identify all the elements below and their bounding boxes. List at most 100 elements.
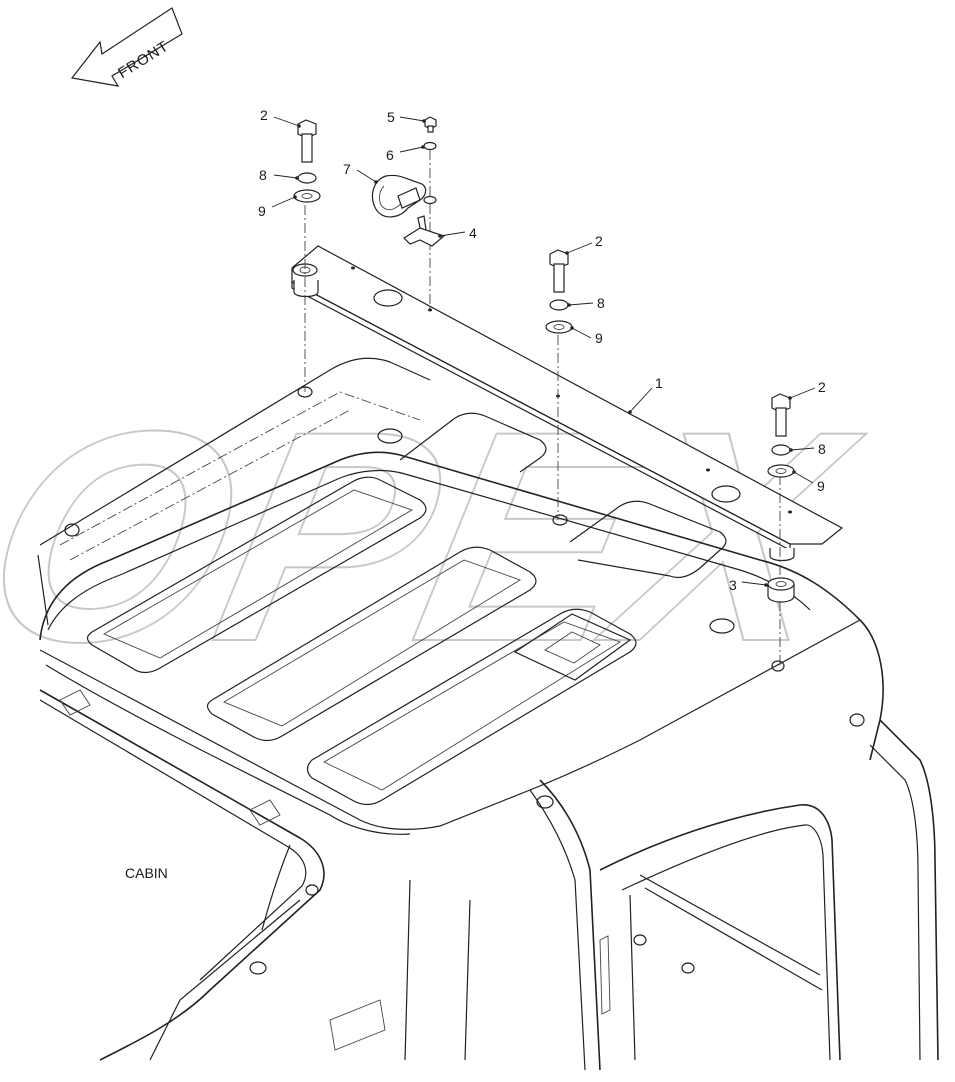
roof-panel-rear-2 bbox=[569, 500, 727, 579]
watermark-text: OPEX bbox=[0, 369, 881, 704]
leader-8a bbox=[273, 174, 298, 179]
callout-6: 6 bbox=[386, 145, 425, 163]
cabin-label: CABIN bbox=[125, 865, 168, 881]
leader-8c bbox=[790, 447, 815, 451]
roof-hole-2 bbox=[709, 618, 735, 634]
callout-8c: 8 bbox=[789, 441, 826, 457]
clip-tab-part-4 bbox=[417, 215, 427, 231]
callout-8a: 8 bbox=[259, 167, 299, 183]
cabin-inner-left bbox=[149, 899, 301, 1061]
leader-1 bbox=[629, 387, 653, 413]
callout-9b: 9 bbox=[570, 326, 603, 346]
bolt-shank-mid bbox=[553, 263, 565, 293]
leader-dot-8a bbox=[295, 176, 299, 180]
bracket-spacer-left bbox=[293, 280, 319, 298]
cabin-boss-4 bbox=[681, 962, 695, 974]
callout-1: 1 bbox=[628, 375, 663, 414]
roof-hole-1 bbox=[377, 428, 403, 444]
leader-dot-2a bbox=[297, 124, 301, 128]
callout-9a: 9 bbox=[258, 195, 297, 219]
leader-dot-7 bbox=[374, 180, 378, 184]
callout-2c: 2 bbox=[788, 379, 826, 400]
callout-8b: 8 bbox=[567, 295, 605, 311]
leader-dot-9a bbox=[293, 195, 297, 199]
clip-part-4 bbox=[403, 227, 446, 247]
leader-6 bbox=[399, 146, 424, 153]
callout-label-9c: 9 bbox=[817, 478, 825, 494]
roof-boss-front bbox=[536, 795, 554, 809]
fastener-mid bbox=[545, 249, 573, 334]
callout-label-2a: 2 bbox=[260, 107, 268, 123]
bracket-small-hole-2 bbox=[428, 308, 432, 312]
cabin-inner-post-2 bbox=[464, 899, 471, 1061]
callout-label-7: 7 bbox=[343, 161, 351, 177]
callout-label-5: 5 bbox=[387, 109, 395, 125]
cabin-clip-2 bbox=[249, 799, 281, 826]
front-arrow-shape bbox=[70, 7, 183, 87]
leader-7 bbox=[356, 169, 377, 183]
flat-washer-right-hole bbox=[775, 468, 787, 474]
flat-washer-mid-hole bbox=[553, 324, 565, 330]
cabin-boss-3 bbox=[633, 934, 647, 946]
leader-9c bbox=[793, 471, 814, 484]
callout-2a: 2 bbox=[260, 107, 301, 128]
callout-2b: 2 bbox=[565, 233, 603, 255]
callout-9c: 9 bbox=[792, 470, 825, 494]
roof-panel-1 bbox=[86, 476, 427, 674]
callout-label-2b: 2 bbox=[595, 233, 603, 249]
bracket-small-hole-4 bbox=[706, 468, 710, 472]
callout-label-2c: 2 bbox=[818, 379, 826, 395]
roof-front-lip bbox=[45, 664, 411, 835]
cabin-door-rail bbox=[639, 874, 821, 976]
cabin-door-left bbox=[629, 894, 636, 1061]
watermark: OPEX bbox=[0, 368, 882, 705]
cabin-left-window-frame bbox=[39, 689, 325, 1061]
roof-hatch-inner bbox=[544, 631, 601, 664]
cabin-clip-1 bbox=[59, 689, 91, 716]
callout-label-1: 1 bbox=[655, 375, 663, 391]
leader-dot-4 bbox=[438, 234, 442, 238]
leader-dot-9c bbox=[792, 470, 796, 474]
roof-outer-edge bbox=[39, 451, 884, 761]
flat-washer-right bbox=[767, 464, 795, 478]
bracket-spacer-right bbox=[769, 548, 795, 562]
front-arrow: FRONT bbox=[70, 7, 183, 87]
mount-boss-3 bbox=[771, 660, 785, 672]
lock-washer-right bbox=[771, 444, 791, 456]
screw-shank-part-5 bbox=[427, 125, 434, 133]
rubber-mount-top bbox=[767, 577, 795, 591]
roof-dash-2 bbox=[69, 409, 351, 561]
lock-washer-left bbox=[297, 172, 317, 184]
roof-panel-rear-1 bbox=[399, 412, 547, 473]
leader-9b bbox=[571, 327, 592, 339]
wire-connector bbox=[397, 187, 421, 209]
leader-dot-3 bbox=[764, 583, 768, 587]
callout-label-8b: 8 bbox=[597, 295, 605, 311]
front-label: FRONT bbox=[115, 38, 172, 82]
leader-2b bbox=[566, 242, 593, 254]
bracket-small-hole-1 bbox=[351, 266, 355, 270]
bolt-shank-left bbox=[301, 133, 313, 163]
callout-label-3: 3 bbox=[729, 577, 737, 593]
cabin-right-inner bbox=[869, 744, 921, 1061]
bracket-big-hole-2 bbox=[711, 485, 741, 503]
flat-washer-left bbox=[293, 189, 321, 203]
callout-4: 4 bbox=[438, 225, 477, 241]
bracket-small-hole-5 bbox=[788, 510, 792, 514]
fastener-right bbox=[767, 393, 795, 478]
roof-panel-3-inner bbox=[323, 621, 622, 791]
lock-washer-mid bbox=[549, 299, 569, 311]
cabin-hinge bbox=[599, 935, 611, 1015]
roof-rear-edge bbox=[39, 357, 431, 546]
cabin-inner-post-1 bbox=[404, 879, 411, 1061]
callouts: 1 2 2 2 3 4 5 bbox=[258, 107, 826, 593]
callout-5: 5 bbox=[387, 109, 426, 125]
cabin-bracket bbox=[329, 999, 386, 1051]
callout-label-6: 6 bbox=[386, 147, 394, 163]
leader-4 bbox=[439, 231, 466, 237]
rubber-mount-part-3 bbox=[767, 577, 795, 603]
callout-label-8c: 8 bbox=[818, 441, 826, 457]
wire-loop-inner bbox=[379, 185, 403, 211]
roof-panel-2 bbox=[206, 546, 537, 742]
